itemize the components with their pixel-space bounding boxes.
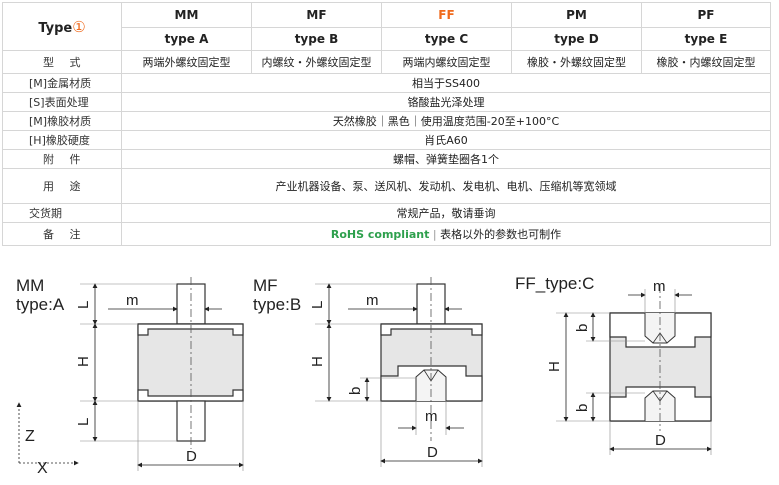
rohs-badge: RoHS compliant <box>330 228 430 241</box>
mf-dim-h: H <box>309 356 326 367</box>
spec-row-material: [M]金属材质 相当于SS400 <box>2 73 771 93</box>
mf-title: MF <box>253 276 278 295</box>
subtype-c: type C <box>381 27 512 51</box>
type-number-badge: ① <box>72 17 86 36</box>
spec-row-accessory: 附 件 螺帽、弹簧垫圈各1个 <box>2 149 771 169</box>
mm-dim-l-top: L <box>75 301 92 309</box>
ff-title: FF_type:C <box>515 274 594 293</box>
shape-value-d: 橡胶・外螺纹固定型 <box>511 50 642 74</box>
mm-title: MM <box>16 276 44 295</box>
ff-dim-b-top: b <box>574 324 591 332</box>
note-separator: | <box>432 228 437 241</box>
note-value: RoHS compliant | 表格以外的参数也可制作 <box>121 222 771 246</box>
row-label: [M]金属材质 <box>2 73 122 93</box>
row-label: [M]橡胶材质 <box>2 111 122 131</box>
subtype-d: type D <box>511 27 642 51</box>
row-label: 用 途 <box>2 168 122 204</box>
subtype-b: type B <box>251 27 382 51</box>
row-value: 天然橡胶｜黑色｜使用温度范围-20至+100°C <box>121 111 771 131</box>
mf-dim-l: L <box>309 301 326 309</box>
row-label: 交货期 <box>2 203 122 223</box>
header-row: Type① MM MF FF PM PF <box>2 2 771 51</box>
mm-subtitle: type:A <box>16 295 65 314</box>
shape-value-a: 两端外螺纹固定型 <box>121 50 252 74</box>
spec-row-surface: [S]表面处理 铬酸盐光泽处理 <box>2 92 771 112</box>
row-value: 螺帽、弹簧垫圈各1个 <box>121 149 771 169</box>
mm-dim-m: m <box>126 292 139 309</box>
ff-dim-m: m <box>653 278 666 295</box>
shape-value-c: 两端内螺纹固定型 <box>381 50 512 74</box>
col-mm: MM <box>121 2 252 28</box>
shape-value-b: 内螺纹・外螺纹固定型 <box>251 50 382 74</box>
note-text: 表格以外的参数也可制作 <box>440 228 562 241</box>
ff-dim-b-bottom: b <box>574 404 591 412</box>
mm-dim-l-bottom: L <box>75 418 92 426</box>
row-label: [H]橡胶硬度 <box>2 130 122 150</box>
mm-dim-d: D <box>186 448 197 465</box>
diagram-mm: MM type:A m L H L D Z <box>16 276 244 477</box>
type-label: Type <box>38 20 73 36</box>
col-pf: PF <box>641 2 771 28</box>
spec-row-usage: 用 途 产业机器设备、泵、送风机、发动机、发电机、电机、压缩机等宽领域 <box>2 168 771 204</box>
mf-dim-b: b <box>347 387 364 395</box>
subtype-a: type A <box>121 27 252 51</box>
ff-dim-d: D <box>655 432 666 449</box>
axis-z-label: Z <box>25 428 35 445</box>
spec-row-rubber: [M]橡胶材质 天然橡胶｜黑色｜使用温度范围-20至+100°C <box>2 111 771 131</box>
type-header-cell: Type① <box>2 2 122 51</box>
spec-row-note: 备 注 RoHS compliant | 表格以外的参数也可制作 <box>2 222 771 246</box>
mf-dim-d: D <box>427 444 438 461</box>
row-label: [S]表面处理 <box>2 92 122 112</box>
row-label: 附 件 <box>2 149 122 169</box>
spec-table: Type① MM MF FF PM PF type A type B type … <box>2 2 771 246</box>
row-value: 肖氏A60 <box>121 130 771 150</box>
subtype-e: type E <box>641 27 771 51</box>
col-pm: PM <box>511 2 642 28</box>
axis-x-label: X <box>37 460 48 477</box>
mf-dim-m-bottom: m <box>425 408 438 425</box>
col-ff: FF <box>381 2 512 28</box>
row-label: 备 注 <box>2 222 122 246</box>
subtype-row: type A type B type C type D type E <box>3 27 771 51</box>
row-value: 铬酸盐光泽处理 <box>121 92 771 112</box>
ff-dim-h: H <box>546 361 563 372</box>
mf-dim-m-top: m <box>366 292 379 309</box>
dimension-diagrams: MM type:A m L H L D Z <box>16 274 712 477</box>
spec-row-delivery: 交货期 常规产品，敬请垂询 <box>2 203 771 223</box>
diagram-ff: FF_type:C m H b b D <box>515 274 712 455</box>
row-value: 常规产品，敬请垂询 <box>121 203 771 223</box>
shape-label: 型 式 <box>2 50 122 74</box>
shape-row: 型 式 两端外螺纹固定型 内螺纹・外螺纹固定型 两端内螺纹固定型 橡胶・外螺纹固… <box>2 50 771 74</box>
row-value: 相当于SS400 <box>121 73 771 93</box>
col-mf: MF <box>251 2 382 28</box>
spec-row-hardness: [H]橡胶硬度 肖氏A60 <box>2 130 771 150</box>
mm-dim-h: H <box>75 356 92 367</box>
mf-subtitle: type:B <box>253 295 301 314</box>
shape-value-e: 橡胶・内螺纹固定型 <box>641 50 771 74</box>
diagram-mf: MF type:B m m L H b D <box>253 276 483 467</box>
row-value: 产业机器设备、泵、送风机、发动机、发电机、电机、压缩机等宽领域 <box>121 168 771 204</box>
